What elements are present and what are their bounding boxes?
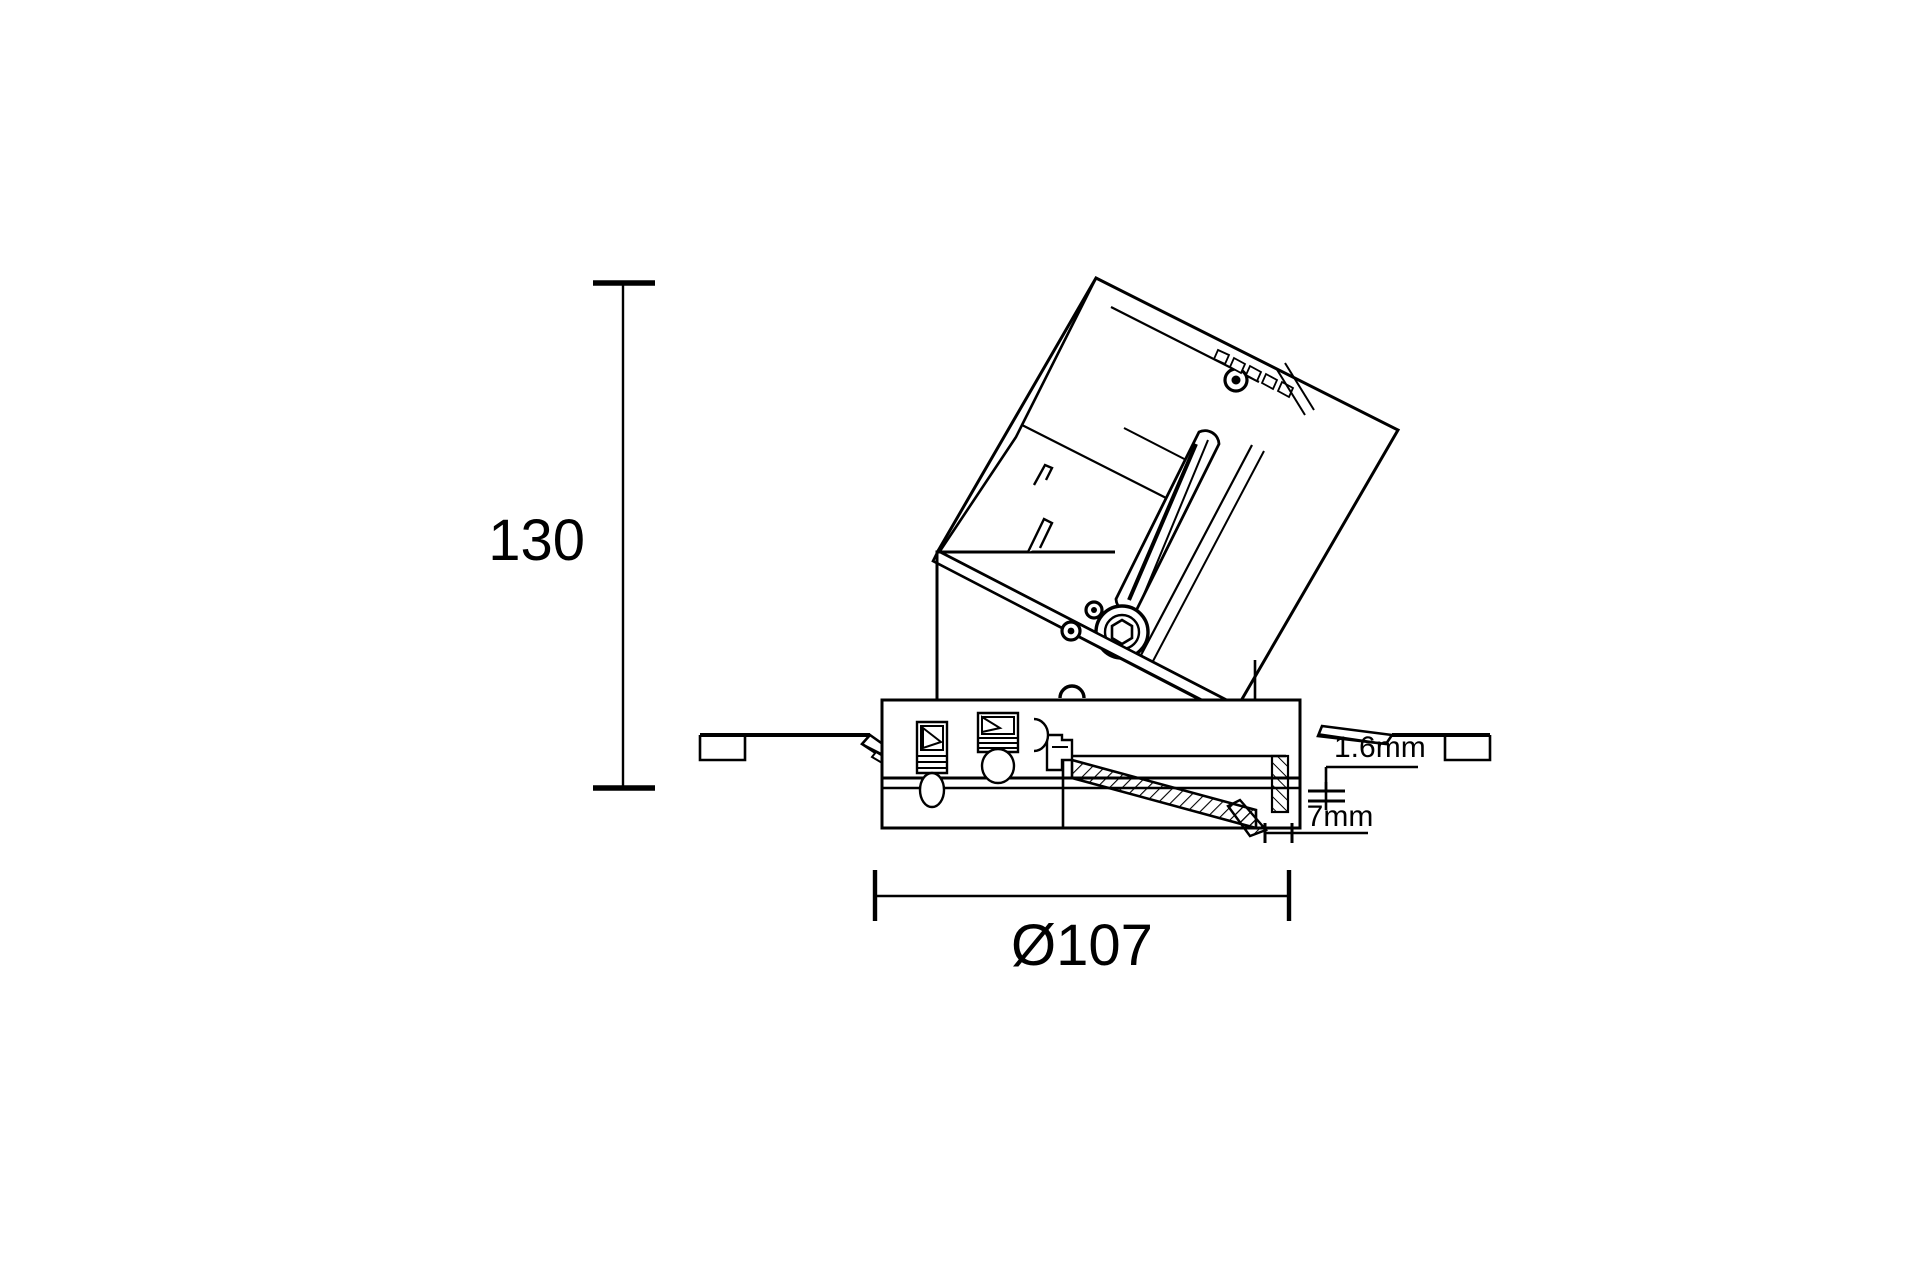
terminal-block-grommet <box>918 771 946 809</box>
head-small-screw <box>1223 367 1249 393</box>
flange-offset-label: 7mm <box>1307 800 1374 833</box>
yoke-pivot-pin-large <box>1058 684 1086 699</box>
cable-gland-body <box>1045 733 1074 772</box>
connector-block-grommet <box>980 747 1016 785</box>
right-spring-wing-fold <box>1317 733 1387 745</box>
head-slot-inner-shade <box>1127 443 1198 601</box>
head-face-split-a <box>1021 424 1177 504</box>
head-right-rail-a <box>1275 367 1306 416</box>
flange-offset-callout <box>1263 823 1368 843</box>
connector-block-wedge <box>981 715 1003 734</box>
recessed-housing-body <box>880 600 1302 838</box>
terminal-block-wedge <box>922 725 944 750</box>
flange-thickness-callout <box>1308 765 1418 810</box>
head-right-rail-d <box>1151 450 1265 664</box>
right-spring-wing-taper <box>1316 724 1395 746</box>
head-slot-inner-line <box>1141 439 1209 600</box>
housing-right-wall-section <box>1270 754 1290 814</box>
yoke-top-notch <box>1026 517 1054 553</box>
right-spring-wing-hook <box>1443 735 1492 762</box>
head-left-face-edge <box>938 277 1098 552</box>
connector-block <box>976 711 1020 785</box>
flange-thickness-label: 1.6mm <box>1334 731 1426 764</box>
driver-terminal-block <box>915 720 949 809</box>
reflector-cone-lip <box>1226 798 1269 838</box>
diameter-dimension-107 <box>872 870 1292 921</box>
height-dimension-label: 130 <box>488 508 585 573</box>
left-spring-wing-hook <box>698 735 747 762</box>
head-lower-bevel-line <box>961 575 1223 711</box>
housing-outer-box <box>880 698 1302 830</box>
head-rail-detail <box>1123 427 1195 465</box>
head-stop-tab <box>1032 463 1054 486</box>
head-small-screw-core <box>1231 375 1241 385</box>
cable-gland <box>1033 717 1074 772</box>
head-right-rail-c <box>1139 444 1253 658</box>
yoke-left-outline <box>935 550 1115 700</box>
head-right-rail-b <box>1284 362 1315 411</box>
diameter-dimension-label: Ø107 <box>1011 913 1153 978</box>
cable-gland-arc <box>1033 717 1050 753</box>
height-dimension-130 <box>593 280 655 791</box>
head-perforated-edge <box>1212 348 1295 399</box>
yoke-pivot-pin-small <box>1060 620 1082 642</box>
housing-vent-holes <box>1084 600 1104 620</box>
pivot-screw-hex-socket <box>1110 618 1134 646</box>
